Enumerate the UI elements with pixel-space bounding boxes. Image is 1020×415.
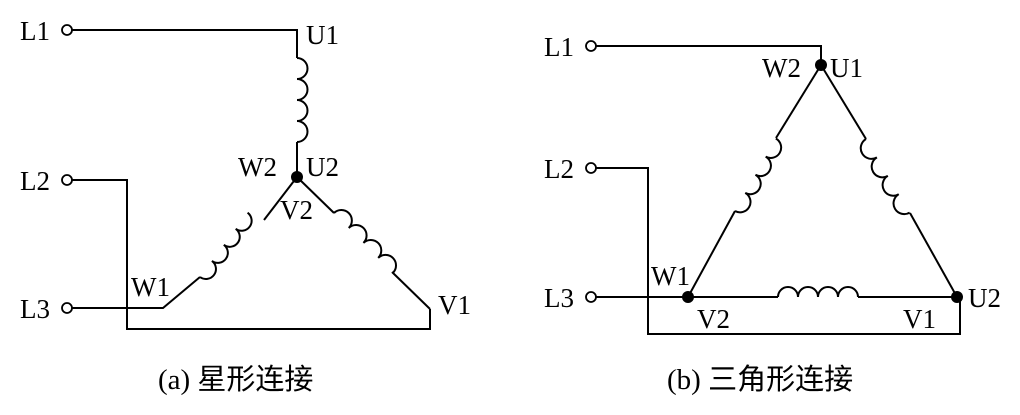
delta-node-top (815, 59, 827, 71)
delta-label-w1: W1 (651, 261, 690, 291)
star-terminal-l3 (61, 302, 73, 314)
delta-label-v1: V1 (903, 304, 936, 334)
delta-terminal-l2 (585, 162, 597, 174)
delta-node-right (951, 291, 963, 303)
star-caption: (a) 星形连接 (158, 363, 313, 396)
delta-label-u1: U1 (830, 53, 863, 83)
delta-wire-left-lower (687, 210, 736, 298)
star-center-node (291, 171, 303, 183)
star-label-u1: U1 (306, 20, 339, 50)
delta-coil-left (734, 137, 783, 214)
delta-node-left (682, 291, 694, 303)
delta-label-l2: L2 (544, 154, 574, 184)
delta-wire-left-upper (775, 64, 822, 139)
delta-coil-right (859, 138, 911, 216)
star-coil-w (199, 211, 253, 280)
delta-caption: (b) 三角形连接 (667, 363, 853, 396)
delta-coil-bottom (777, 286, 859, 298)
star-terminal-l2 (61, 174, 73, 186)
delta-label-u2: U2 (968, 283, 1001, 313)
delta-label-l1: L1 (544, 32, 574, 62)
star-coil-v (333, 209, 397, 274)
delta-label-w2: W2 (762, 53, 801, 83)
star-label-v1: V1 (438, 290, 471, 320)
delta-connection: L1 L2 L3 W2 U1 W1 V2 V1 U2 (b) 三角形连接 (544, 32, 1001, 396)
star-wire-v-coil-to-center (296, 176, 335, 214)
star-connection: L1 L2 L3 U1 U2 W2 V2 W1 V1 (a) 星形连接 (20, 16, 471, 396)
star-coil-u (296, 57, 309, 143)
star-wire-l2 (72, 179, 431, 330)
delta-terminal-l3 (585, 291, 597, 303)
star-label-w2: W2 (238, 152, 277, 182)
star-label-v2: V2 (280, 195, 313, 225)
star-wire-w-coil-to-center (263, 176, 298, 221)
delta-wire-l2 (596, 167, 961, 335)
delta-wire-l1 (596, 45, 822, 65)
star-label-u2: U2 (306, 152, 339, 182)
star-label-l3: L3 (20, 294, 50, 324)
star-wire-l3 (72, 276, 201, 309)
delta-label-l3: L3 (544, 283, 574, 313)
delta-wire-right-upper (820, 64, 867, 140)
star-label-w1: W1 (131, 272, 170, 302)
delta-terminal-l1 (585, 40, 597, 52)
star-terminal-l1 (61, 24, 73, 36)
delta-wire-right-lower (909, 212, 958, 298)
delta-label-v2: V2 (697, 304, 730, 334)
star-wire-v-coil-to-v1 (391, 271, 431, 310)
star-label-l1: L1 (20, 16, 50, 46)
star-wire-l1 (72, 29, 298, 58)
star-label-l2: L2 (20, 166, 50, 196)
